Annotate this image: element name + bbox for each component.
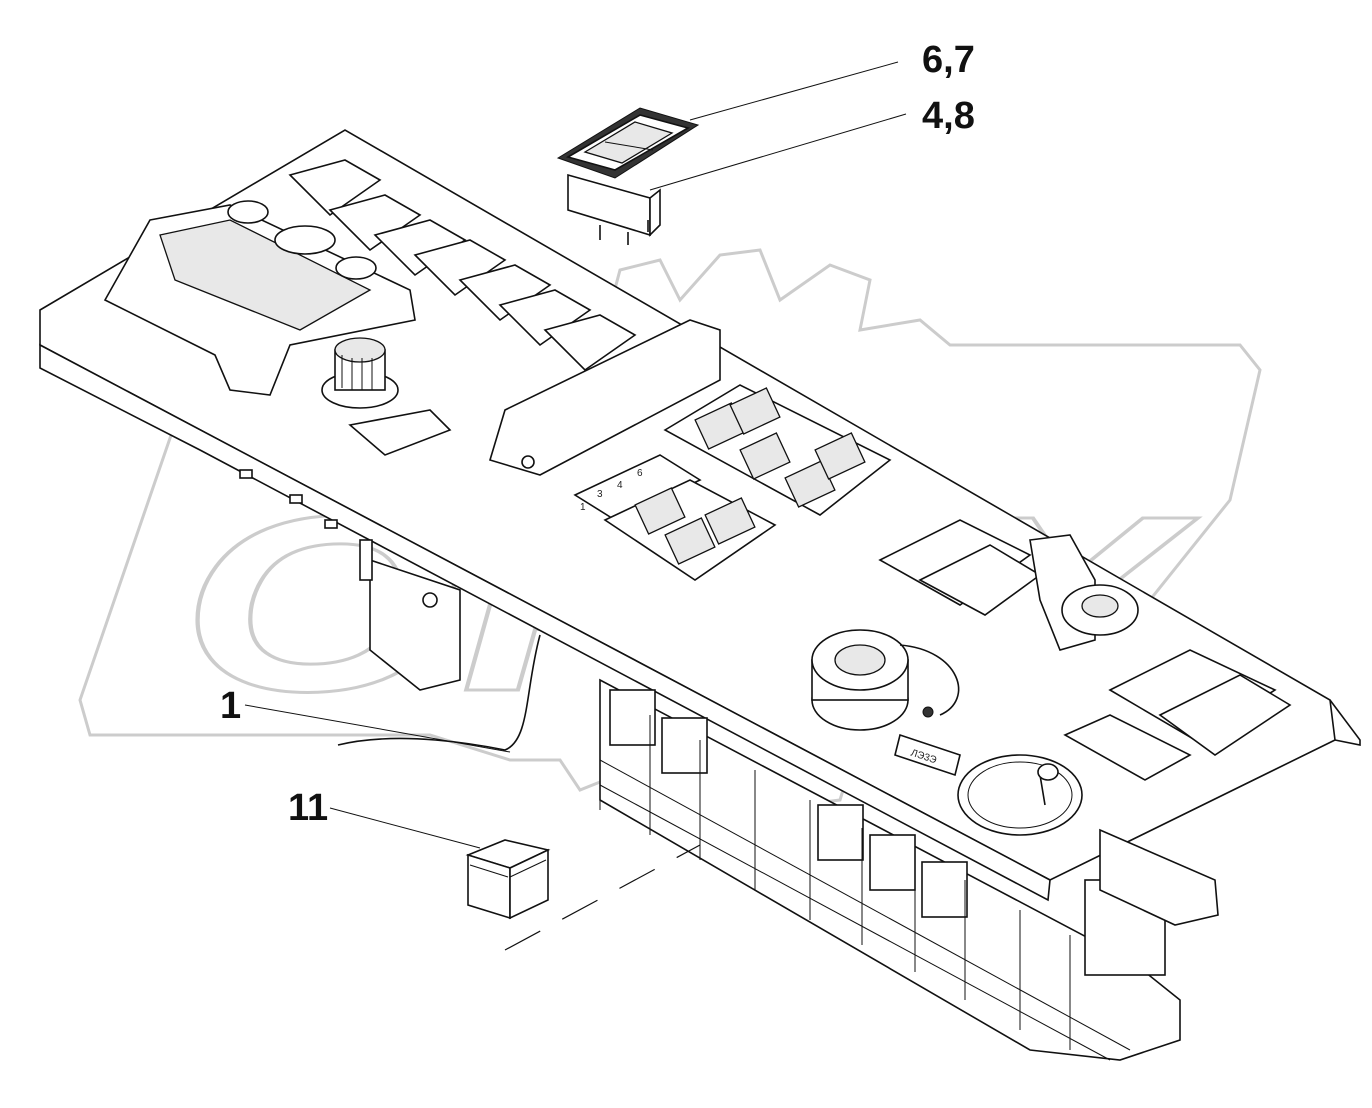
callout-6-7: 6,7 [922, 39, 975, 81]
far-right-rockers [1063, 649, 1292, 781]
block-number-6: 6 [637, 468, 643, 479]
block-number-4: 4 [617, 480, 623, 491]
panel-front-face [39, 343, 1051, 902]
rocker-switch-module [556, 107, 700, 245]
block-number-3: 3 [597, 489, 603, 500]
callout-11: 11 [288, 787, 328, 829]
block-number-1: 1 [580, 502, 586, 513]
assembly-dash-line [504, 844, 701, 951]
round-sensor [811, 629, 960, 731]
cap-cube [465, 839, 551, 920]
relay-rack-cells [599, 680, 1166, 1061]
center-switch-block [663, 384, 892, 516]
callout-leaders [244, 61, 907, 849]
numbered-switch-block: 1 3 4 6 [573, 454, 777, 581]
dashboard-panel: 1 3 4 6 ЛЭ3Э [39, 129, 1361, 1061]
id-plate: ЛЭ3Э [894, 733, 961, 777]
panel-right-lip [1329, 699, 1361, 746]
callout-4-8: 4,8 [922, 95, 975, 137]
right-bracket [1099, 828, 1219, 926]
rotary-knob [321, 337, 452, 456]
center-connector [489, 319, 721, 476]
wire [337, 634, 541, 751]
dial-gauge [957, 754, 1083, 836]
left-bracket [369, 558, 461, 691]
upper-switch-row [288, 159, 637, 372]
right-rocker-switches [878, 519, 1139, 651]
callout-1: 1 [220, 685, 241, 727]
